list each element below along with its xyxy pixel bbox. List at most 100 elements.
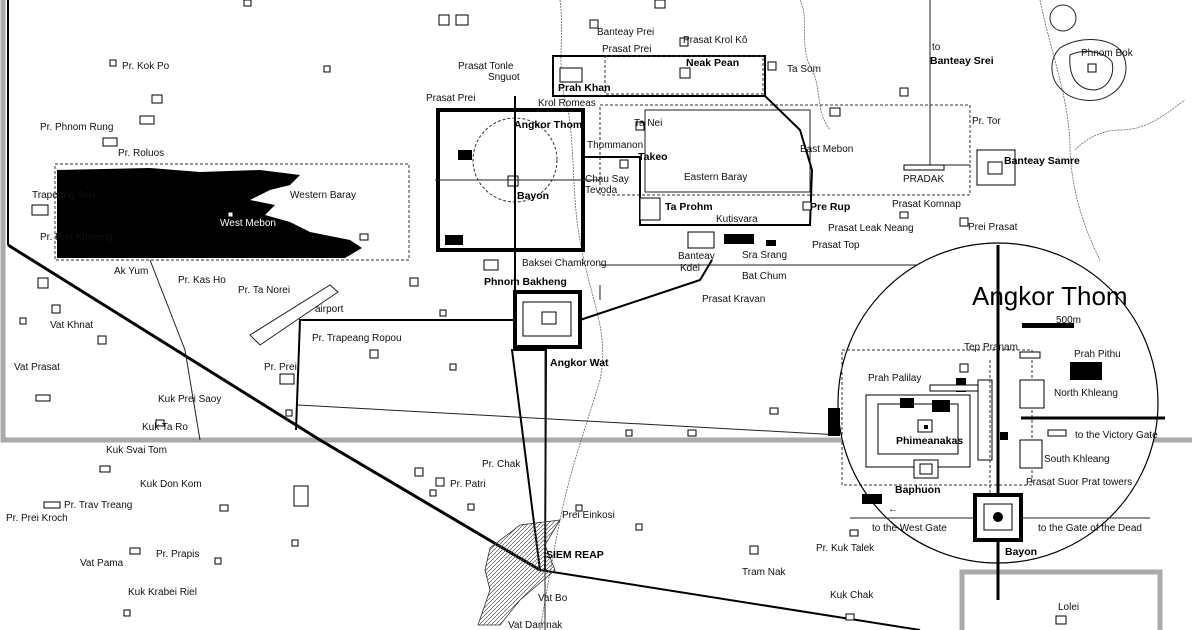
label-phnom-bok: Phnom Bok — [1081, 48, 1134, 59]
label-west-mebon: West Mebon — [220, 218, 276, 229]
label-thommanon: Thommanon — [587, 140, 643, 151]
phnom-bok — [1049, 4, 1127, 101]
label-pr-prei: Pr. Prei — [264, 362, 297, 373]
label-krol-romeas: Krol Romeas — [538, 98, 596, 109]
inset-to-west-gate: to the West Gate — [872, 523, 947, 534]
label-prei-prasat: Prei Prasat — [968, 222, 1018, 233]
label-pr-roluos: Pr. Roluos — [118, 148, 164, 159]
inset-to-gate-of-dead: to the Gate of the Dead — [1038, 523, 1142, 534]
inset-arrow-west: ← — [888, 504, 898, 515]
label-prasat-top: Prasat Top — [812, 240, 860, 251]
label-ta-prohm: Ta Prohm — [665, 201, 713, 213]
label-prasat-leak-neang: Prasat Leak Neang — [828, 223, 914, 234]
label-pr-prei-khmeng: Pr. Prei Khmeng — [40, 232, 113, 243]
prah-khan-complex — [552, 55, 777, 97]
label-prasat-komnap: Prasat Komnap — [892, 199, 961, 210]
label-kuk-krabei-riel: Kuk Krabei Riel — [128, 587, 197, 598]
label-prasat-kravan: Prasat Kravan — [702, 294, 765, 305]
inset-scale-label: 500m — [1056, 315, 1081, 326]
label-tram-nak: Tram Nak — [742, 567, 787, 578]
label-pr-kas-ho: Pr. Kas Ho — [178, 275, 226, 286]
label-angkor-wat: Angkor Wat — [550, 357, 609, 369]
label-pr-kuk-talek: Pr. Kuk Talek — [816, 543, 875, 554]
label-baksei-chamkrong: Baksei Chamkrong — [522, 258, 606, 269]
label-vat-bo: Vat Bo — [538, 593, 568, 604]
label-trapeang-sen: Trapeang Sen — [32, 190, 95, 201]
label-ak-yum: Ak Yum — [114, 266, 148, 277]
inset-to-victory-gate: to the Victory Gate — [1075, 430, 1158, 441]
label-pr-ta-norei: Pr. Ta Norei — [238, 285, 290, 296]
label-pr-patri: Pr. Patri — [450, 479, 486, 490]
label-kuk-prei-saoy: Kuk Prei Saoy — [158, 394, 221, 405]
label-east-mebon: East Mebon — [800, 144, 853, 155]
label-pr-prapis: Pr. Prapis — [156, 549, 199, 560]
label-pr-tor: Pr. Tor — [972, 116, 1001, 127]
label-prah-khan: Prah Khan — [558, 82, 611, 94]
label-neak-pean: Neak Pean — [686, 57, 739, 69]
label-kuk-svai-tom: Kuk Svai Tom — [106, 445, 167, 456]
label-chau-say-2: Tevoda — [585, 185, 618, 196]
eastern-baray — [599, 104, 971, 196]
label-vat-pama: Vat Pama — [80, 558, 124, 569]
inset-labels: Angkor Thom 500m Tep Pranam Prah Pithu P… — [868, 281, 1158, 558]
siem-reap-town — [477, 519, 561, 626]
label-kuk-chak: Kuk Chak — [830, 590, 874, 601]
label-chau-say-1: Chau Say — [585, 174, 629, 185]
label-vat-damnak: Vat Damnak — [508, 620, 563, 630]
inset-tep-pranam: Tep Pranam — [964, 342, 1018, 353]
label-angkor-thom-map: Angkor Thom — [514, 119, 582, 131]
label-bat-chum: Bat Chum — [742, 271, 786, 282]
label-to-srei: to — [932, 42, 941, 53]
small-sites — [19, 0, 1067, 625]
airport-runway — [249, 284, 339, 346]
label-kuk-don-kom: Kuk Don Kom — [140, 479, 202, 490]
label-prei-einkosi: Prei Einkosi — [562, 510, 615, 521]
label-prasat-krol-ko: Prasat Krol Kô — [683, 35, 748, 46]
label-pr-trapeang-ropou: Pr. Trapeang Ropou — [312, 333, 402, 344]
label-pradak: PRADAK — [903, 174, 944, 185]
inset-title: Angkor Thom — [972, 281, 1128, 311]
label-banteay-kdei-1: Banteay — [678, 251, 715, 262]
label-prasat-prei-b: Prasat Prei — [602, 44, 651, 55]
angkor-thom-inset — [828, 242, 1165, 600]
label-pr-trav-treang: Pr. Trav Treang — [64, 500, 132, 511]
inset-north-khleang: North Khleang — [1054, 388, 1118, 399]
label-prasat-prei-a: Prasat Prei — [426, 93, 475, 104]
label-banteay-srei: Banteay Srei — [930, 55, 994, 67]
label-snguot: Snguot — [488, 72, 520, 83]
label-pr-phnom-rung: Pr. Phnom Rung — [40, 122, 113, 133]
label-ta-nei: Ta Nei — [634, 118, 662, 129]
label-siem-reap: SIEM REAP — [546, 549, 604, 561]
label-banteay-samre: Banteay Samre — [1004, 155, 1080, 167]
label-ta-som: Ta Som — [787, 64, 821, 75]
label-kuk-ta-ro: Kuk Ta Ro — [142, 422, 188, 433]
label-western-baray: Western Baray — [290, 190, 356, 201]
label-kutisvara: Kutisvara — [716, 214, 758, 225]
label-phnom-bakheng: Phnom Bakheng — [484, 276, 567, 288]
label-sra-srang: Sra Srang — [742, 250, 787, 261]
label-pr-prei-kroch: Pr. Prei Kroch — [6, 513, 68, 524]
label-eastern-baray: Eastern Baray — [684, 172, 747, 183]
label-pre-rup: Pre Rup — [810, 201, 850, 213]
roads — [7, 0, 970, 630]
label-prasat-tonle: Prasat Tonle — [458, 61, 514, 72]
inset-arrow-east: → — [1120, 411, 1130, 422]
inset-prah-pithu: Prah Pithu — [1074, 349, 1121, 360]
rivers — [539, 0, 1186, 630]
label-banteay-prei: Banteay Prei — [597, 27, 654, 38]
western-baray — [54, 163, 410, 261]
label-bayon-map: Bayon — [517, 190, 549, 202]
label-vat-prasat: Vat Prasat — [14, 362, 60, 373]
inset-phimeanakas: Phimeanakas — [896, 435, 963, 447]
inset-baphuon: Baphuon — [895, 484, 941, 496]
angkor-wat-complex — [513, 290, 582, 349]
inset-prah-palilay: Prah Palilay — [868, 373, 921, 384]
label-takeo: Takeo — [638, 151, 668, 163]
label-pr-kok-po: Pr. Kok Po — [122, 61, 170, 72]
banteay-samre-complex — [976, 149, 1016, 186]
inset-prasat-suor-prat: Prasat Suor Prat towers — [1026, 477, 1132, 488]
inset-bayon: Bayon — [1005, 546, 1037, 558]
label-vat-khnat: Vat Khnat — [50, 320, 93, 331]
label-banteay-kdei-2: Kdei — [680, 263, 700, 274]
